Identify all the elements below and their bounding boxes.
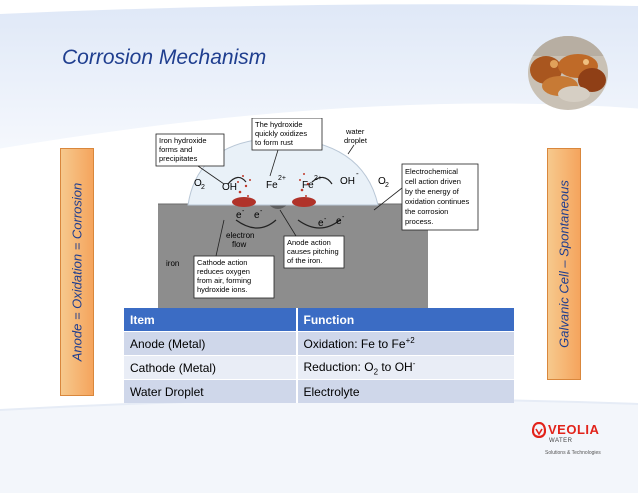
cell-function: Electrolyte xyxy=(295,379,514,404)
label-fe-left: Fe xyxy=(266,180,278,191)
label-water: water xyxy=(345,127,365,136)
rust-right xyxy=(292,197,316,207)
function-table: Item Function Anode (Metal) Oxidation: F… xyxy=(124,308,514,404)
cell-item: Water Droplet xyxy=(124,379,297,404)
svg-text:reduces oxygen: reduces oxygen xyxy=(197,267,250,276)
svg-text:hydroxide ions.: hydroxide ions. xyxy=(197,285,247,294)
galvanic-banner-text: Galvanic Cell – Spontaneous xyxy=(556,180,572,348)
label-fe-left-charge: 2+ xyxy=(278,175,286,182)
callout-iron-hydroxide: Iron hydroxide forms and precipitates xyxy=(155,133,225,185)
header-item: Item xyxy=(124,308,297,332)
svg-text:The hydroxide: The hydroxide xyxy=(255,120,303,129)
corrosion-diagram: O 2 OH Fe 2+ Fe 2+ OH - O 2 e - e - e - … xyxy=(155,118,479,308)
cell-item: Anode (Metal) xyxy=(124,331,297,356)
svg-text:to form rust: to form rust xyxy=(255,138,294,147)
label-iron: iron xyxy=(166,259,179,268)
logo-water: WATER xyxy=(549,438,573,444)
callout-electrochemical: Electrochemical cell action driven by th… xyxy=(373,163,479,231)
svg-text:Cathode action: Cathode action xyxy=(197,258,247,267)
galvanic-banner: Galvanic Cell – Spontaneous xyxy=(547,148,581,380)
label-o2-right-sub: 2 xyxy=(385,182,389,189)
table-row: Anode (Metal) Oxidation: Fe to Fe+2 xyxy=(124,331,514,356)
label-e4: e xyxy=(336,216,342,227)
label-o2-left-sub: 2 xyxy=(201,184,205,191)
svg-text:oxidation continues: oxidation continues xyxy=(405,197,469,206)
anode-banner-text: Anode = Oxidation = Corrosion xyxy=(69,182,85,362)
svg-text:from air, forming: from air, forming xyxy=(197,276,251,285)
cell-function: Reduction: O2 to OH- xyxy=(295,354,514,380)
svg-text:Iron hydroxide: Iron hydroxide xyxy=(159,136,207,145)
label-e1: e xyxy=(236,210,242,221)
label-droplet: droplet xyxy=(344,136,368,145)
label-o2-right: O xyxy=(378,176,386,187)
anode-banner: Anode = Oxidation = Corrosion xyxy=(60,148,94,396)
callout-anode-action: Anode action causes pitching of the iron… xyxy=(279,209,345,269)
table-header-row: Item Function xyxy=(124,308,514,332)
slide-title: Corrosion Mechanism xyxy=(62,46,267,69)
svg-text:Electrochemical: Electrochemical xyxy=(405,167,458,176)
svg-text:process.: process. xyxy=(405,217,433,226)
label-o2-left: O xyxy=(194,178,202,189)
callout-cathode-action: Cathode action reduces oxygen from air, … xyxy=(193,219,275,299)
label-e3-sup: - xyxy=(324,216,327,223)
label-e3: e xyxy=(318,218,324,229)
table-row: Cathode (Metal) Reduction: O2 to OH- xyxy=(124,354,514,380)
table-row: Water Droplet Electrolyte xyxy=(124,379,514,404)
logo-tagline: Solutions & Technologies xyxy=(545,450,601,456)
veolia-mark-icon xyxy=(532,422,546,438)
cell-function: Oxidation: Fe to Fe+2 xyxy=(295,331,514,356)
label-oh-left: OH xyxy=(222,182,237,193)
rust-particles xyxy=(237,173,310,197)
label-fe-right-charge: 2+ xyxy=(314,175,322,182)
label-e1-sup: - xyxy=(242,208,245,215)
logo-brand: VEOLIA xyxy=(548,422,600,437)
header-function: Function xyxy=(295,308,514,332)
svg-text:by the energy of: by the energy of xyxy=(405,187,460,196)
svg-text:cell action driven: cell action driven xyxy=(405,177,461,186)
callout-hydroxide-oxidizes: The hydroxide quickly oxidizes to form r… xyxy=(251,118,323,177)
label-flow: flow xyxy=(232,240,246,249)
svg-text:of the iron.: of the iron. xyxy=(287,256,322,265)
label-e4-sup: - xyxy=(342,214,345,221)
label-fe-right: Fe xyxy=(302,180,314,191)
label-e2-sup: - xyxy=(260,208,263,215)
svg-text:forms and: forms and xyxy=(159,145,192,154)
label-electron: electron xyxy=(226,231,254,240)
veolia-logo: VEOLIA WATER Solutions & Technologies xyxy=(532,422,612,462)
svg-text:quickly oxidizes: quickly oxidizes xyxy=(255,129,307,138)
svg-text:the corrosion: the corrosion xyxy=(405,207,448,216)
label-oh-right-minus: - xyxy=(356,169,359,178)
cell-item: Cathode (Metal) xyxy=(124,354,297,380)
rust-left xyxy=(232,197,256,207)
svg-text:precipitates: precipitates xyxy=(159,154,198,163)
rust-photo xyxy=(528,36,608,110)
label-oh-right: OH xyxy=(340,176,355,187)
label-e2: e xyxy=(254,210,260,221)
svg-text:Anode action: Anode action xyxy=(287,238,331,247)
svg-text:causes pitching: causes pitching xyxy=(287,247,339,256)
